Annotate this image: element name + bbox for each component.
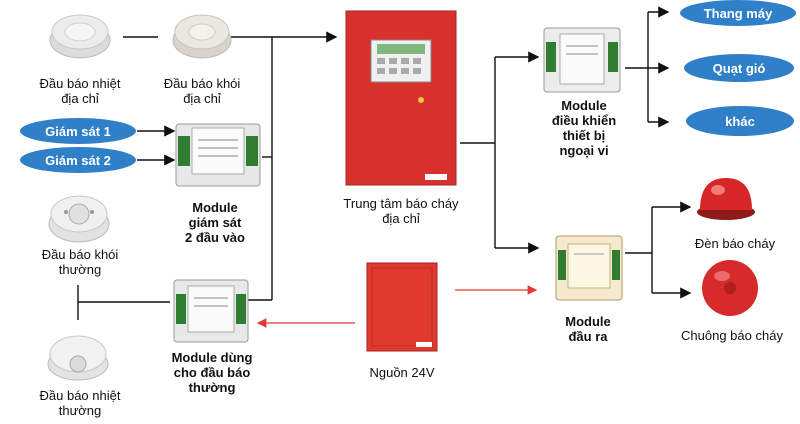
monitor-input-2: Giám sát 2 bbox=[20, 147, 136, 173]
power-supply-icon bbox=[366, 262, 438, 352]
fire-bell-label: Chuông báo cháy bbox=[681, 328, 783, 343]
heat-detector-addressable-label: Đầu báo nhiệt địa chỉ bbox=[39, 76, 121, 106]
control-panel-label: Trung tâm báo cháy địa chỉ bbox=[343, 196, 459, 226]
heat-detector-addressable bbox=[46, 10, 114, 60]
power-supply bbox=[366, 262, 438, 352]
fire-alarm-control-panel bbox=[345, 10, 457, 186]
module-board-icon bbox=[175, 123, 261, 187]
fire-bell bbox=[700, 258, 760, 318]
power-supply-label: Nguồn 24V bbox=[369, 365, 435, 380]
heat-detector-conventional bbox=[44, 330, 112, 382]
module-board-icon bbox=[555, 235, 623, 301]
output-other: khác bbox=[686, 106, 794, 136]
output-module bbox=[554, 232, 624, 304]
smoke-detector-icon bbox=[172, 14, 232, 59]
output-elevator: Thang máy bbox=[680, 0, 796, 26]
monitor-input-1: Giám sát 1 bbox=[20, 118, 136, 144]
strobe-light bbox=[694, 172, 758, 222]
control-module-label: Module điều khiển thiết bị ngoại vi bbox=[551, 98, 617, 158]
conventional-zone-module bbox=[172, 276, 250, 346]
monitor-module bbox=[174, 118, 262, 192]
conventional-zone-module-label: Module dùng cho đầu báo thường bbox=[171, 350, 253, 395]
conventional-smoke-icon bbox=[48, 195, 110, 243]
output-module-label: Module đầu ra bbox=[565, 314, 611, 344]
strobe-light-label: Đèn báo cháy bbox=[694, 236, 776, 251]
strobe-icon bbox=[697, 178, 755, 220]
control-module bbox=[542, 24, 622, 96]
module-board-icon bbox=[543, 27, 621, 93]
bell-icon bbox=[702, 260, 758, 316]
monitor-module-label: Module giám sát 2 đầu vào bbox=[185, 200, 245, 245]
heat-detector-icon bbox=[49, 14, 111, 59]
smoke-detector-addressable bbox=[170, 10, 234, 60]
smoke-detector-conventional bbox=[46, 192, 112, 244]
module-board-icon bbox=[173, 279, 249, 343]
output-fan: Quạt gió bbox=[684, 54, 794, 82]
smoke-detector-conventional-label: Đầu báo khói thường bbox=[41, 247, 119, 277]
smoke-detector-addressable-label: Đầu báo khói địa chỉ bbox=[163, 76, 241, 106]
heat-detector-conventional-label: Đầu báo nhiệt thường bbox=[39, 388, 121, 418]
conventional-heat-icon bbox=[47, 335, 109, 381]
control-panel-icon bbox=[345, 10, 457, 186]
